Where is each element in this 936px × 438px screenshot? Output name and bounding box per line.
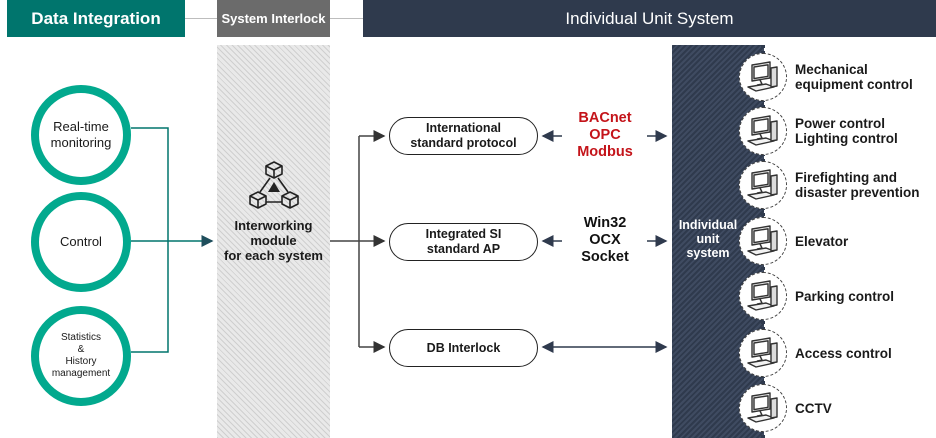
computer-icon bbox=[739, 107, 787, 155]
link-stats-to-module bbox=[131, 241, 169, 353]
individual-unit-system-header: Individual Unit System bbox=[363, 0, 936, 37]
db-interlock-box: DB Interlock bbox=[389, 329, 538, 367]
integrated-si-box: Integrated SI standard AP bbox=[389, 223, 538, 261]
pill-label: DB Interlock bbox=[426, 340, 501, 355]
computer-icon bbox=[739, 329, 787, 377]
pill-label: International standard protocol bbox=[410, 121, 517, 150]
circle-label: Real-time monitoring bbox=[50, 119, 112, 150]
system-label: Power control Lighting control bbox=[795, 116, 898, 146]
header-divider bbox=[330, 18, 363, 19]
computer-icon bbox=[739, 217, 787, 265]
circle-label: Statistics & History management bbox=[51, 332, 111, 379]
international-protocol-box: International standard protocol bbox=[389, 117, 538, 155]
computer-icon bbox=[739, 53, 787, 101]
system-interlock-column bbox=[217, 45, 330, 438]
pill-label: Integrated SI standard AP bbox=[425, 227, 502, 256]
system-interlock-title: System Interlock bbox=[221, 11, 326, 26]
module-label: Interworking module for each system bbox=[224, 218, 323, 263]
computer-icon bbox=[739, 384, 787, 432]
data-integration-title: Data Integration bbox=[31, 8, 161, 28]
system-label: Parking control bbox=[795, 288, 895, 304]
system-interlock-header: System Interlock bbox=[217, 0, 330, 37]
data-integration-header: Data Integration bbox=[7, 0, 185, 37]
circle-label: Control bbox=[60, 234, 102, 249]
individual-unit-label: Individual unit system bbox=[678, 218, 738, 260]
system-label: Mechanical equipment control bbox=[795, 62, 913, 92]
link-realtime-to-module bbox=[131, 127, 169, 241]
statistics-history-circle: Statistics & History management bbox=[31, 306, 131, 406]
realtime-monitoring-circle: Real-time monitoring bbox=[31, 85, 131, 185]
protocol-list-standard: BACnet OPC Modbus bbox=[577, 110, 633, 160]
interworking-module: Interworking module for each system bbox=[217, 160, 330, 263]
system-label: Firefighting and disaster prevention bbox=[795, 170, 920, 200]
system-label: Access control bbox=[795, 345, 892, 361]
protocol-list-si: Win32 OCX Socket bbox=[581, 215, 629, 265]
computer-icon bbox=[739, 161, 787, 209]
interworking-module-icon bbox=[248, 161, 299, 209]
system-label: Elevator bbox=[795, 233, 849, 249]
control-circle: Control bbox=[31, 192, 131, 292]
computer-icon bbox=[739, 272, 787, 320]
header-divider bbox=[185, 18, 217, 19]
individual-unit-system-title: Individual Unit System bbox=[565, 8, 734, 28]
system-label: CCTV bbox=[795, 400, 832, 416]
